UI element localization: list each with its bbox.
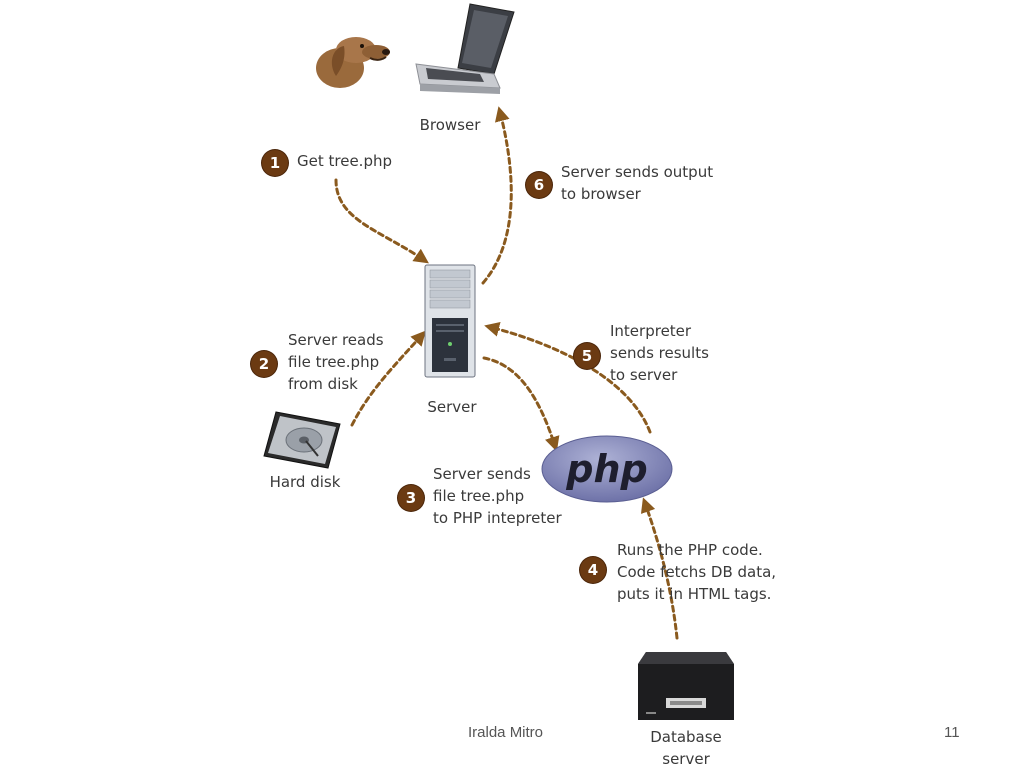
hard-disk-image — [263, 411, 341, 469]
step-6-text: Server sends output to browser — [561, 163, 714, 203]
database-image — [638, 652, 734, 720]
arrow-step-2 — [350, 330, 427, 427]
step-1-text: Get tree.php — [297, 152, 392, 170]
arrow-step-4 — [640, 497, 679, 640]
step-2-text: Server reads file tree.php from disk — [288, 331, 384, 393]
step-5-badge: 5 — [574, 343, 600, 369]
arrow-step-6 — [481, 106, 513, 285]
laptop-image — [415, 3, 515, 94]
page-number: 11 — [944, 724, 960, 741]
arrow-step-3 — [482, 356, 560, 452]
step-5-text: Interpreter sends results to server — [610, 322, 709, 384]
step-3-text: Server sends file tree.php to PHP intepr… — [433, 465, 562, 527]
database-label-line1: Database — [650, 728, 722, 746]
step-1-badge: 1 — [262, 150, 288, 176]
server-label: Server — [427, 398, 477, 416]
hard-disk-label: Hard disk — [269, 473, 341, 491]
dog-image — [316, 37, 390, 88]
step-4-text: Runs the PHP code. Code fetchs DB data, … — [617, 541, 777, 603]
php-logo-text: php — [565, 447, 647, 491]
php-logo: php — [541, 435, 673, 503]
footer-author: Iralda Mitro — [468, 724, 544, 741]
step-2-badge: 2 — [251, 351, 277, 377]
browser-label: Browser — [419, 116, 481, 134]
step-6-badge: 6 — [526, 172, 552, 198]
step-3-badge: 3 — [398, 485, 424, 511]
database-label-line2: server — [662, 750, 710, 768]
server-image — [424, 264, 476, 378]
step-4-badge: 4 — [580, 557, 606, 583]
arrow-step-1 — [334, 178, 429, 264]
